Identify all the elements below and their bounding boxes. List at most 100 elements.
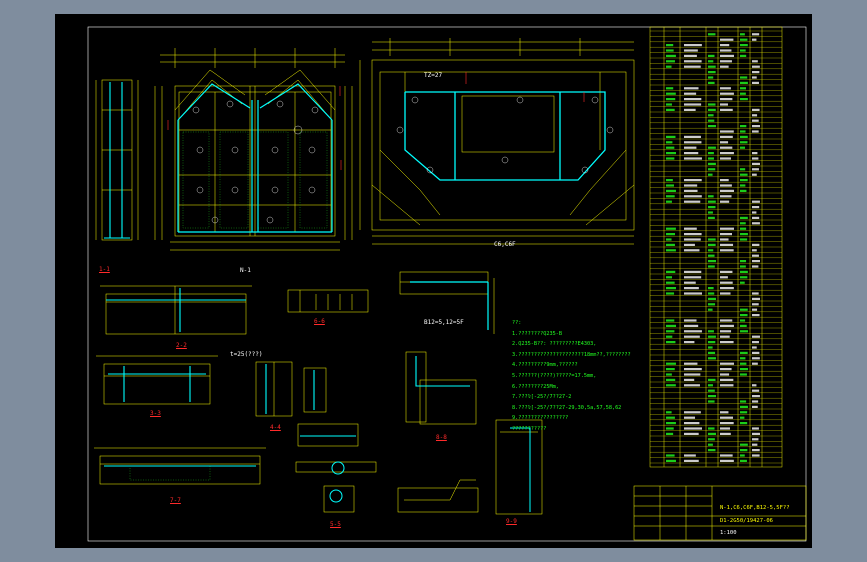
parts-list-cell-text <box>708 81 715 84</box>
parts-list-cell-text <box>708 297 716 300</box>
notes-line: 9.???????????????? <box>512 415 569 422</box>
parts-list-cell-text <box>684 92 697 95</box>
parts-list-cell-text <box>708 449 716 452</box>
view-n1-markers <box>192 100 319 224</box>
view-c6-markers <box>396 96 614 174</box>
parts-list-cell-text <box>720 141 729 144</box>
parts-list-cell-text <box>666 330 675 333</box>
parts-list-cell-text <box>752 81 759 84</box>
parts-list-cell-text <box>708 400 715 403</box>
parts-list-cell-text <box>708 254 715 257</box>
parts-list-cell-text <box>752 157 759 160</box>
parts-list-cell-text <box>666 227 676 230</box>
parts-list-cell-text <box>684 330 702 333</box>
parts-list-cell-text <box>720 330 732 333</box>
parts-list-cell-text <box>752 265 759 268</box>
parts-list-cell-text <box>740 324 747 327</box>
parts-list-cell-text <box>720 98 733 101</box>
parts-list-cell-text <box>684 49 698 52</box>
parts-list-cell-text <box>666 384 676 387</box>
parts-list-cell-text <box>666 60 675 63</box>
parts-list-cell-text <box>720 49 732 52</box>
parts-list-cell-text <box>666 49 674 52</box>
parts-list-cell-text <box>740 76 748 79</box>
parts-list-cell-text <box>752 438 759 441</box>
parts-list-cell-text <box>708 71 716 74</box>
parts-list-cell-text <box>666 287 676 290</box>
view-3-3 <box>96 355 218 405</box>
parts-list-cell-text <box>752 243 760 246</box>
parts-list-cell-text <box>740 281 745 284</box>
parts-list-cell-text <box>666 233 676 236</box>
parts-list-cell-text <box>666 411 672 414</box>
view-c6-c6f <box>359 38 635 245</box>
parts-list-cell-text <box>666 238 672 241</box>
parts-list-cell-text <box>708 65 716 68</box>
annotation-t-plate: t=25(???) <box>230 351 263 358</box>
parts-list-cell-text <box>720 130 734 133</box>
parts-list-cell-text <box>684 141 702 144</box>
parts-list-cell-text <box>708 173 713 176</box>
parts-list-cell-text <box>666 108 675 111</box>
general-notes: ??: 1.????????Q235-B 2.Q235-B??: ???????… <box>512 318 631 435</box>
parts-list-cell-text <box>720 292 731 295</box>
label-section-4-4: 4-4 <box>270 424 281 431</box>
parts-list-cell-text <box>684 287 699 290</box>
parts-list-cell-text <box>720 152 734 155</box>
view-7-7 <box>94 447 266 485</box>
parts-list-cell-text <box>708 206 716 209</box>
parts-list-cell-text <box>708 125 716 128</box>
parts-list-cell-text <box>752 400 759 403</box>
parts-list-cell-text <box>684 243 695 246</box>
label-section-c6-c6f: C6,C6F <box>494 241 516 248</box>
parts-list-cell-text <box>752 449 760 452</box>
parts-list-cell-text <box>708 119 715 122</box>
parts-list-cell-text <box>666 292 675 295</box>
label-section-1-1: 1-1 <box>99 266 110 273</box>
parts-list-cell-text <box>720 87 731 90</box>
parts-list-cell-text <box>720 238 729 241</box>
parts-list-cell-text <box>752 60 758 63</box>
parts-list-cell-text <box>684 368 702 371</box>
parts-list-cell-text <box>740 81 748 84</box>
parts-list-cell-text <box>684 432 699 435</box>
parts-list-cell-text <box>740 454 745 457</box>
parts-list-cell-text <box>708 432 716 435</box>
parts-list-cell-text <box>752 260 760 263</box>
parts-list-cell-text <box>740 216 748 219</box>
parts-list-cell-text <box>752 206 760 209</box>
parts-list-cell-text <box>684 362 698 365</box>
parts-list-cell-text <box>720 427 730 430</box>
label-section-3-3: 3-3 <box>150 410 161 417</box>
notes-heading: ??: <box>512 320 522 326</box>
parts-list-cell-text <box>708 114 714 117</box>
parts-list-cell-text <box>720 281 733 284</box>
parts-list-cells <box>666 33 760 462</box>
parts-list-cell-text <box>740 135 748 138</box>
parts-list-cell-text <box>666 378 676 381</box>
parts-list-cell-text <box>684 319 697 322</box>
parts-list-cell-text <box>684 200 701 203</box>
parts-list-cell-text <box>708 260 716 263</box>
parts-list-cell-text <box>752 65 760 68</box>
view-n1 <box>154 48 353 251</box>
parts-list-cell-text <box>740 276 748 279</box>
parts-list-cell-text <box>740 54 747 57</box>
parts-list-cell-text <box>740 416 745 419</box>
parts-list-cell-text <box>684 189 698 192</box>
parts-list-cell-text <box>708 351 716 354</box>
parts-list-cell-text <box>740 49 746 52</box>
parts-list-cell-text <box>666 416 675 419</box>
parts-list-cell-text <box>752 384 757 387</box>
parts-list-cell-text <box>666 103 672 106</box>
title-block-frame <box>633 485 807 541</box>
parts-list-cell-text <box>752 152 758 155</box>
parts-list-cell-text <box>708 162 716 165</box>
parts-list-cell-text <box>708 238 716 241</box>
parts-list-cell-text <box>720 200 730 203</box>
parts-list-cell-text <box>720 287 734 290</box>
parts-list-cell-text <box>666 362 676 365</box>
parts-list-cell-text <box>752 335 760 338</box>
parts-list-cell-text <box>684 341 695 344</box>
